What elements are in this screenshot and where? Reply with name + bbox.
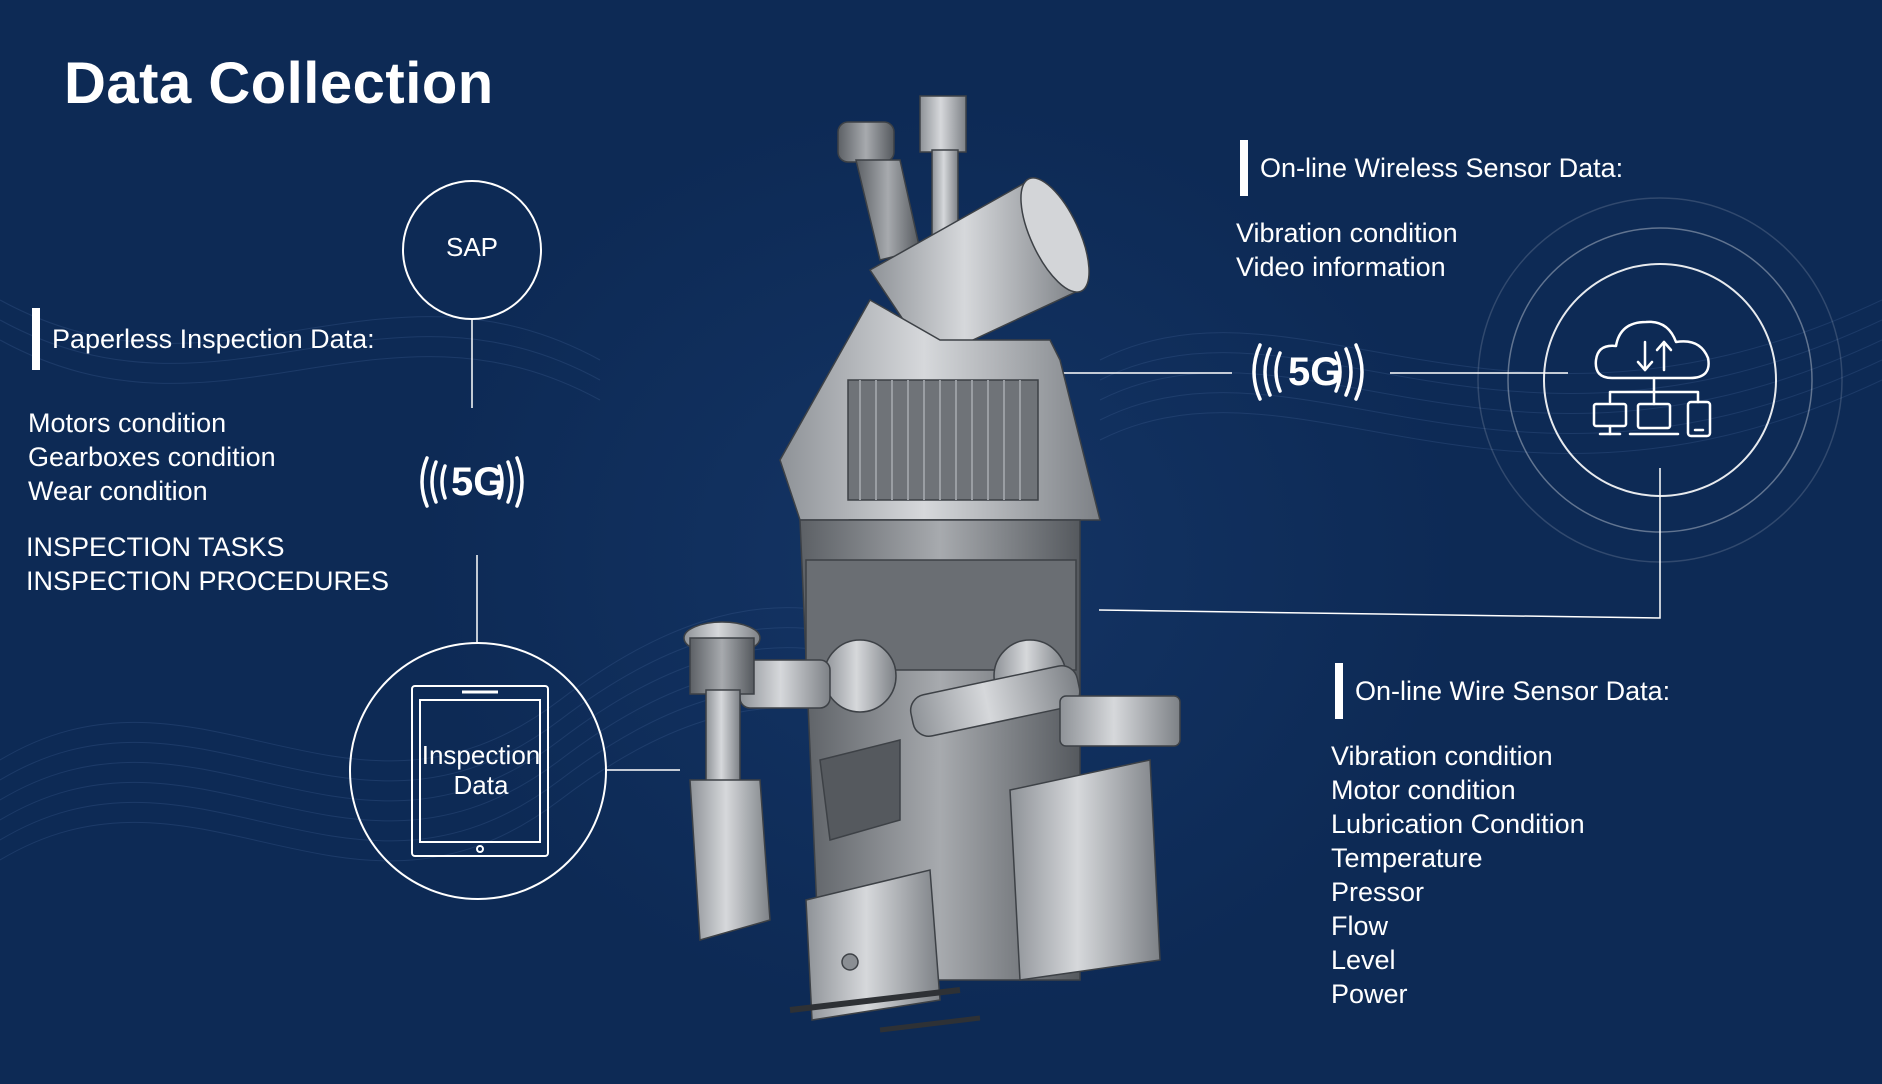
list-item: INSPECTION TASKS bbox=[26, 532, 285, 562]
page-title: Data Collection bbox=[64, 51, 494, 116]
list-item: Motor condition bbox=[1331, 775, 1516, 805]
list-item: Video information bbox=[1236, 252, 1446, 282]
wireless-sensor-heading-text: On-line Wireless Sensor Data: bbox=[1260, 152, 1624, 183]
list-item: Pressor bbox=[1331, 877, 1425, 907]
paperless-inspection-list: Motors condition Gearboxes condition Wea… bbox=[28, 406, 276, 508]
inspection-tasks-list: INSPECTION TASKS INSPECTION PROCEDURES bbox=[26, 530, 389, 598]
sap-label: SAP bbox=[445, 232, 499, 262]
wireless-sensor-list: Vibration condition Video information bbox=[1236, 216, 1458, 284]
list-item: Vibration condition bbox=[1236, 218, 1458, 248]
connector-lines bbox=[471, 320, 1661, 771]
wireless-sensor-heading: On-line Wireless Sensor Data: bbox=[1240, 140, 1623, 196]
tablet-label: Inspection Data bbox=[421, 740, 541, 800]
list-item: Level bbox=[1331, 945, 1396, 975]
tablet-icon bbox=[411, 685, 549, 857]
fiveg-label: 5G bbox=[1288, 350, 1342, 394]
tablet-circle bbox=[349, 642, 607, 900]
list-item: INSPECTION PROCEDURES bbox=[26, 566, 390, 596]
wireless-5g-icon bbox=[420, 456, 524, 508]
wire-sensor-heading-text: On-line Wire Sensor Data: bbox=[1355, 675, 1671, 706]
cloud-network-icon bbox=[1592, 320, 1712, 438]
list-item: Power bbox=[1331, 979, 1408, 1009]
heading-bar bbox=[1335, 663, 1343, 719]
paperless-inspection-heading-text: Paperless Inspection Data: bbox=[52, 323, 375, 354]
wire-sensor-heading: On-line Wire Sensor Data: bbox=[1335, 663, 1670, 719]
heading-bar bbox=[32, 308, 40, 370]
list-item: Vibration condition bbox=[1331, 741, 1553, 771]
vertical-mill-icon bbox=[683, 95, 1181, 1033]
list-item: Flow bbox=[1331, 911, 1389, 941]
heading-bar bbox=[1240, 140, 1248, 196]
list-item: Wear condition bbox=[28, 476, 208, 506]
fiveg-label: 5G bbox=[451, 460, 505, 504]
list-item: Motors condition bbox=[28, 408, 227, 438]
list-item: Lubrication Condition bbox=[1331, 809, 1585, 839]
wire-sensor-list: Vibration condition Motor condition Lubr… bbox=[1331, 739, 1585, 1011]
wireless-5g-icon bbox=[1252, 343, 1364, 401]
paperless-inspection-heading: Paperless Inspection Data: bbox=[32, 308, 375, 370]
list-item: Gearboxes condition bbox=[28, 442, 276, 472]
sap-circle bbox=[402, 180, 542, 320]
list-item: Temperature bbox=[1331, 843, 1483, 873]
